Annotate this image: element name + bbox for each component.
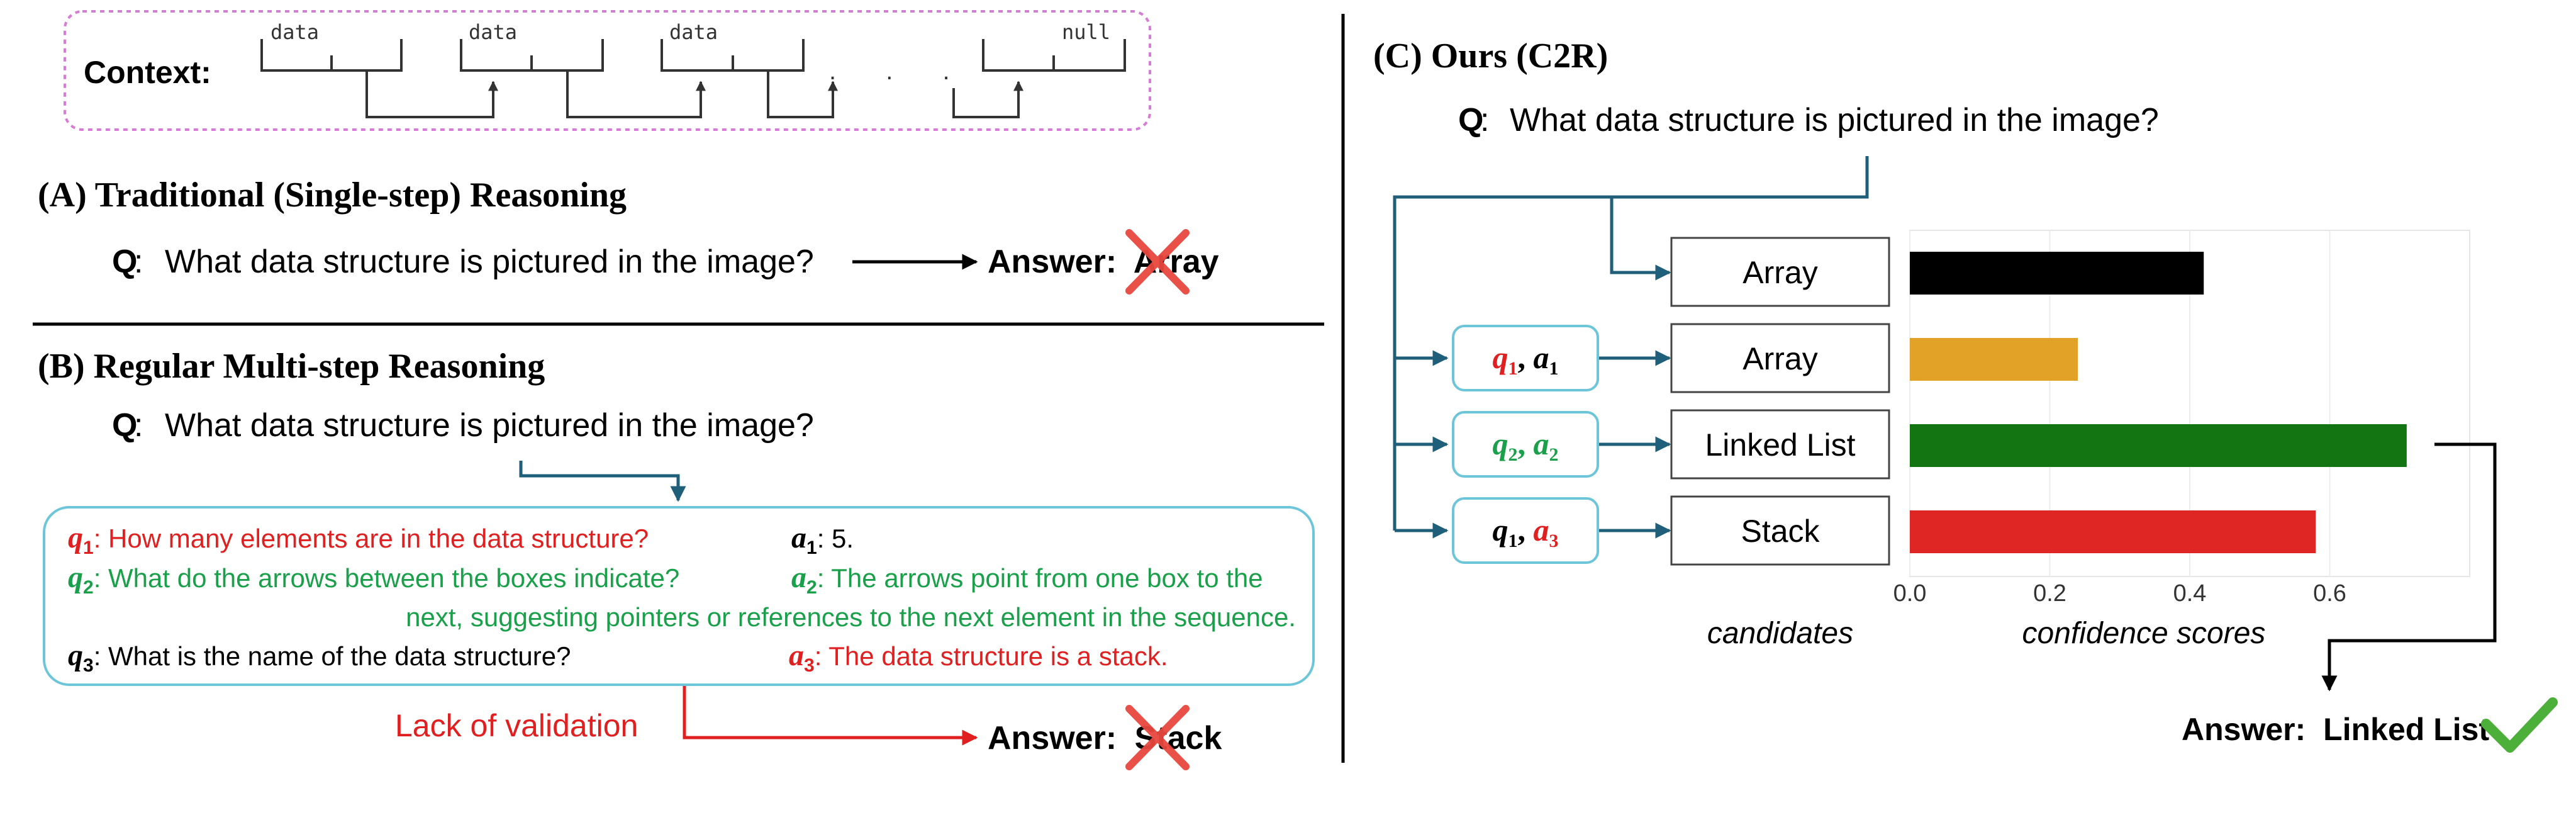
section-c-q-label: Q — [1458, 102, 1483, 138]
cross-icon — [1125, 705, 1190, 770]
section-a: (A) Traditional (Single-step) Reasoning … — [38, 176, 1219, 295]
node-label-1: data — [270, 20, 319, 44]
section-c-question: What data structure is pictured in the i… — [1510, 102, 2159, 138]
candidate-box-4: Stack — [1670, 495, 1890, 566]
cross-icon — [1125, 229, 1190, 295]
candidate-box-1: Array — [1670, 237, 1890, 307]
context-panel: Context: data data data null . . . — [64, 10, 1151, 131]
section-a-q-label: Q — [112, 244, 137, 280]
flow-arrows — [1393, 156, 1869, 539]
chart-tick-label: 0.4 — [2173, 580, 2207, 607]
node-label-3: data — [669, 20, 718, 44]
step-2-answer: a2: The arrows point from one box to the — [791, 561, 1263, 598]
confidence-bar — [1910, 424, 2407, 467]
svg-text:Answer: Array: Answer: Array — [988, 244, 1219, 280]
pointer-arrow-2 — [566, 70, 706, 118]
confidence-bar — [1910, 338, 2078, 381]
section-c-title: (C) Ours (C2R) — [1373, 37, 1608, 76]
step-3-question: q3: What is the name of the data structu… — [68, 639, 571, 676]
confidence-bar-chart: 0.0 0.2 0.4 0.6 — [1893, 230, 2470, 607]
svg-text::: : — [134, 244, 143, 280]
confidence-bar — [1910, 510, 2316, 553]
pointer-arrow-1 — [365, 70, 498, 118]
candidate-box-3: Linked List — [1670, 409, 1890, 480]
svg-text:Answer: Stack: Answer: Stack — [988, 720, 1222, 756]
candidate-label: Linked List — [1705, 427, 1855, 463]
section-b-question: What data structure is pictured in the i… — [165, 407, 814, 444]
confidence-bar — [1910, 252, 2204, 295]
step-2-question: q2: What do the arrows between the boxes… — [68, 561, 679, 598]
validation-arrow — [683, 686, 978, 746]
qa-pair-1: q1, a1 — [1452, 325, 1599, 391]
lack-of-validation-label: Lack of validation — [395, 708, 638, 743]
node-label-4: null — [1062, 20, 1110, 44]
node-label-2: data — [469, 20, 517, 44]
section-c: (C) Ours (C2R) Q : What data structure i… — [1373, 37, 2558, 753]
flow-arrow-direct — [1610, 197, 1671, 281]
chart-tick-label: 0.6 — [2313, 580, 2346, 607]
svg-text::: : — [134, 407, 143, 444]
section-b-title: (B) Regular Multi-step Reasoning — [38, 347, 545, 386]
section-c-answer-prefix: Answer: — [2182, 712, 2306, 747]
section-a-answer-prefix: Answer: — [988, 244, 1117, 280]
pointer-arrow-4 — [952, 81, 1023, 118]
pointer-arrow-3 — [767, 70, 838, 118]
svg-text::: : — [1480, 102, 1489, 138]
candidate-label: Array — [1742, 341, 1817, 376]
svg-text:q2, a2: q2, a2 — [1493, 426, 1559, 465]
check-icon — [2481, 697, 2558, 753]
context-border — [64, 10, 1151, 131]
chart-tick-label: 0.2 — [2033, 580, 2066, 607]
section-b-answer-prefix: Answer: — [988, 720, 1117, 756]
step-2-answer-continued: next, suggesting pointers or references … — [406, 602, 1296, 632]
qa-pair-3: q1, a3 — [1452, 497, 1599, 564]
list-ellipsis: . . . — [829, 57, 971, 85]
step-1-answer: a1: 5. — [791, 521, 854, 558]
candidates-axis-label: candidates — [1707, 617, 1853, 650]
section-b-q-label: Q — [112, 407, 137, 444]
svg-text:Answer: Linked List: Answer: Linked List — [2182, 712, 2489, 747]
question-to-steps-arrow — [519, 461, 686, 502]
svg-text:q1, a3: q1, a3 — [1493, 512, 1559, 551]
section-b: (B) Regular Multi-step Reasoning Q : Wha… — [38, 347, 1315, 770]
qa-pair-2: q2, a2 — [1452, 411, 1599, 478]
reasoning-steps-box — [43, 506, 1315, 686]
section-a-title: (A) Traditional (Single-step) Reasoning — [38, 176, 627, 215]
context-label: Context: — [84, 55, 211, 90]
step-3-answer: a3: The data structure is a stack. — [789, 639, 1168, 676]
scores-axis-label: confidence scores — [2022, 617, 2266, 650]
linked-list-figure — [260, 39, 1126, 118]
section-c-answer: Linked List — [2323, 712, 2489, 747]
candidate-label: Array — [1742, 255, 1817, 290]
section-a-question: What data structure is pictured in the i… — [165, 244, 814, 280]
chart-tick-label: 0.0 — [1893, 580, 1927, 607]
selection-arrow — [2321, 442, 2497, 692]
svg-text:q1, a1: q1, a1 — [1493, 340, 1559, 379]
step-1-question: q1: How many elements are in the data st… — [68, 521, 649, 558]
candidate-box-2: Array — [1670, 323, 1890, 393]
candidate-label: Stack — [1741, 514, 1820, 549]
